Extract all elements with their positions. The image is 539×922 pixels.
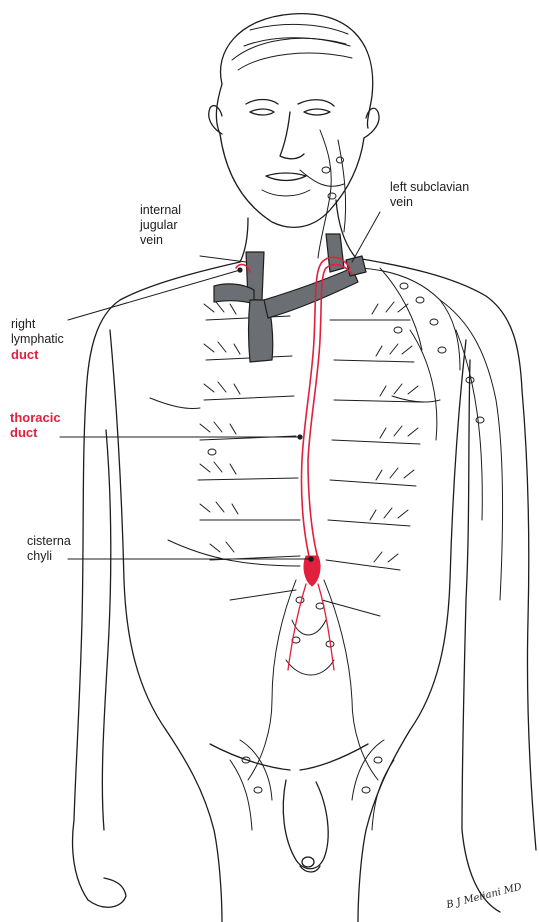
great-veins: [214, 234, 366, 362]
label-line: lymphatic: [11, 332, 64, 347]
lumbar-trunks: [288, 584, 334, 670]
label-line: internal: [140, 203, 181, 218]
lymph-vessel-network: [198, 130, 503, 830]
head-outline: [209, 14, 379, 228]
label-cisterna-chyli: cisterna chyli: [27, 534, 71, 564]
label-line: left subclavian: [390, 180, 469, 195]
label-line: thoracic: [10, 410, 61, 425]
label-line: chyli: [27, 549, 71, 564]
label-left-subclavian-vein: left subclavian vein: [390, 180, 469, 210]
label-internal-jugular-vein: internal jugular vein: [140, 203, 181, 248]
label-line: duct: [10, 425, 61, 440]
label-line: vein: [390, 195, 469, 210]
label-right-lymphatic-duct: right lymphatic duct: [11, 317, 64, 362]
label-thoracic-duct: thoracic duct: [10, 410, 61, 440]
label-line: jugular: [140, 218, 181, 233]
label-line: right: [11, 317, 64, 332]
label-line: vein: [140, 233, 181, 248]
label-line-accent: duct: [11, 347, 64, 362]
label-line: cisterna: [27, 534, 71, 549]
